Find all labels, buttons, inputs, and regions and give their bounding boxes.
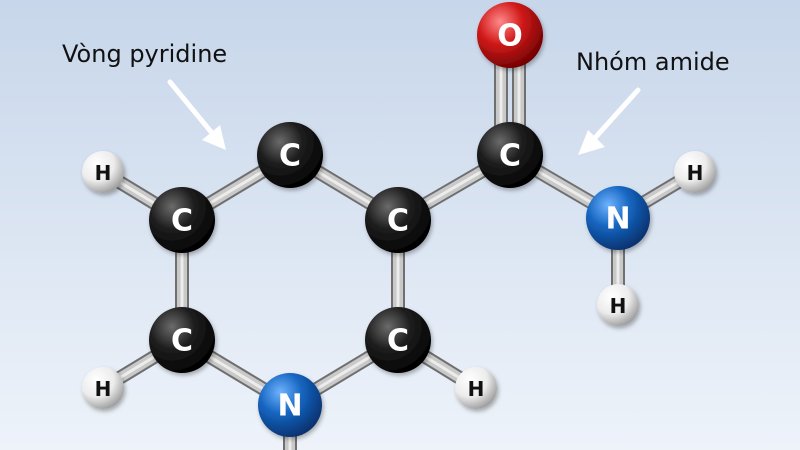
atom-h_amide_1: H (674, 151, 716, 193)
atom-label: N (605, 202, 630, 237)
ring-label: Vòng pyridine (62, 40, 227, 68)
atom-sphere (149, 307, 215, 373)
atom-sphere (149, 187, 215, 253)
atom-label: C (171, 204, 193, 239)
atom-sphere (674, 151, 716, 193)
amide-arrow (578, 87, 641, 155)
atom-sphere (477, 122, 543, 188)
atom-c_left_up: C (149, 187, 215, 253)
atom-sphere (586, 186, 650, 250)
atom-label: H (95, 161, 112, 185)
amide-label: Nhóm amide (576, 48, 730, 76)
atom-c_left_low: C (149, 307, 215, 373)
atom-c_carbonyl: C (477, 122, 543, 188)
atom-label: N (277, 389, 302, 424)
atom-sphere (82, 151, 124, 193)
ring-arrow (167, 79, 226, 150)
atom-sphere (597, 284, 639, 326)
atom-sphere (365, 187, 431, 253)
atoms-layer: C C C N C C C O N H H H H H (82, 2, 716, 437)
atom-label: C (387, 204, 409, 239)
atom-h_left_up: H (82, 151, 124, 193)
atom-c_right_low: C (365, 307, 431, 373)
atom-label: H (610, 294, 627, 318)
atom-label: H (95, 377, 112, 401)
atom-h_amide_2: H (597, 284, 639, 326)
atom-label: O (497, 19, 523, 54)
atom-sphere (477, 2, 543, 68)
atom-sphere (258, 373, 322, 437)
atom-n_ring: N (258, 373, 322, 437)
atom-label: C (279, 139, 301, 174)
atom-sphere (257, 122, 323, 188)
atom-o_carbonyl: O (477, 2, 543, 68)
atom-n_amide: N (586, 186, 650, 250)
atom-c_top: C (257, 122, 323, 188)
atom-c_center: C (365, 187, 431, 253)
atom-h_left_low: H (82, 367, 124, 409)
atom-label: C (387, 324, 409, 359)
atom-sphere (82, 367, 124, 409)
atom-label: C (499, 139, 521, 174)
atom-label: H (468, 377, 485, 401)
atom-h_right_low: H (455, 367, 497, 409)
atom-sphere (455, 367, 497, 409)
atom-label: C (171, 324, 193, 359)
atom-label: H (687, 161, 704, 185)
atom-sphere (365, 307, 431, 373)
